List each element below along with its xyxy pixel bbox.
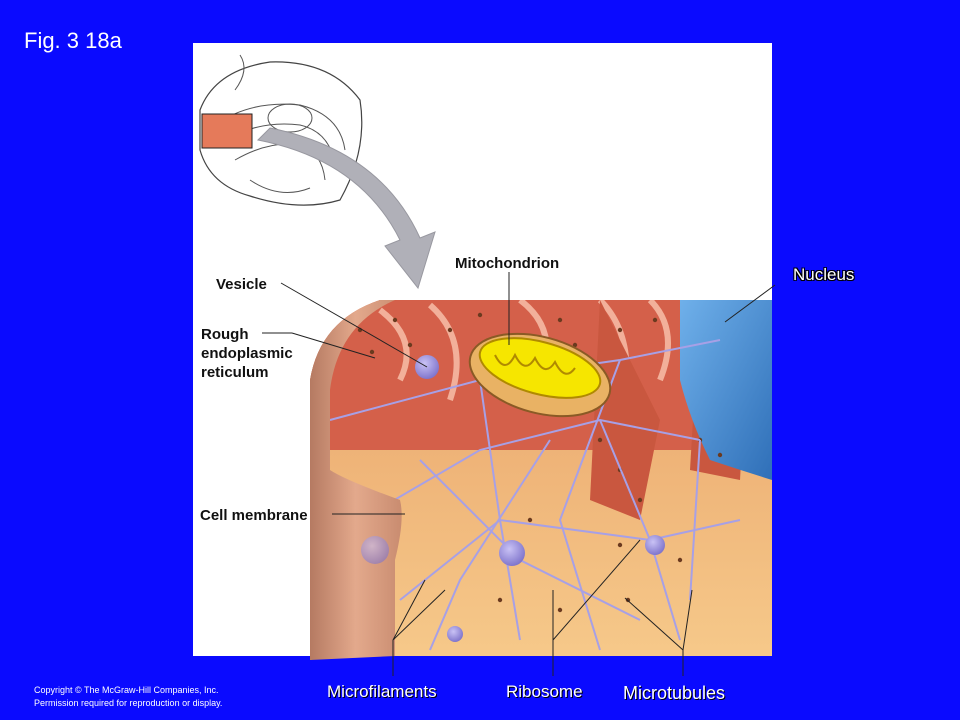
label-microfilaments: Microfilaments xyxy=(327,682,437,701)
zoom-region-marker xyxy=(201,113,253,149)
label-microtubules: Microtubules xyxy=(623,683,726,703)
cell-cutaway xyxy=(310,300,772,660)
label-ribosome: Ribosome xyxy=(506,682,583,701)
label-nucleus: Nucleus xyxy=(793,265,855,284)
label-cell-membrane: Cell membrane xyxy=(200,507,308,524)
copyright-line-2: Permission required for reproduction or … xyxy=(34,698,223,708)
copyright-notice: Copyright © The McGraw-Hill Companies, I… xyxy=(34,684,222,710)
mitochondrion-organelle xyxy=(468,332,612,418)
zoom-arrow xyxy=(256,127,436,290)
leader-lines xyxy=(262,272,776,676)
copyright-line-1: Copyright © The McGraw-Hill Companies, I… xyxy=(34,685,219,695)
label-rough-er: Rough endoplasmic reticulum xyxy=(201,326,293,381)
nucleus-region xyxy=(680,300,772,480)
label-vesicle: Vesicle xyxy=(216,276,267,293)
label-mitochondrion: Mitochondrion xyxy=(455,255,560,272)
figure-title: Fig. 3 18a xyxy=(24,28,122,53)
cell-membrane-edge xyxy=(310,300,402,660)
